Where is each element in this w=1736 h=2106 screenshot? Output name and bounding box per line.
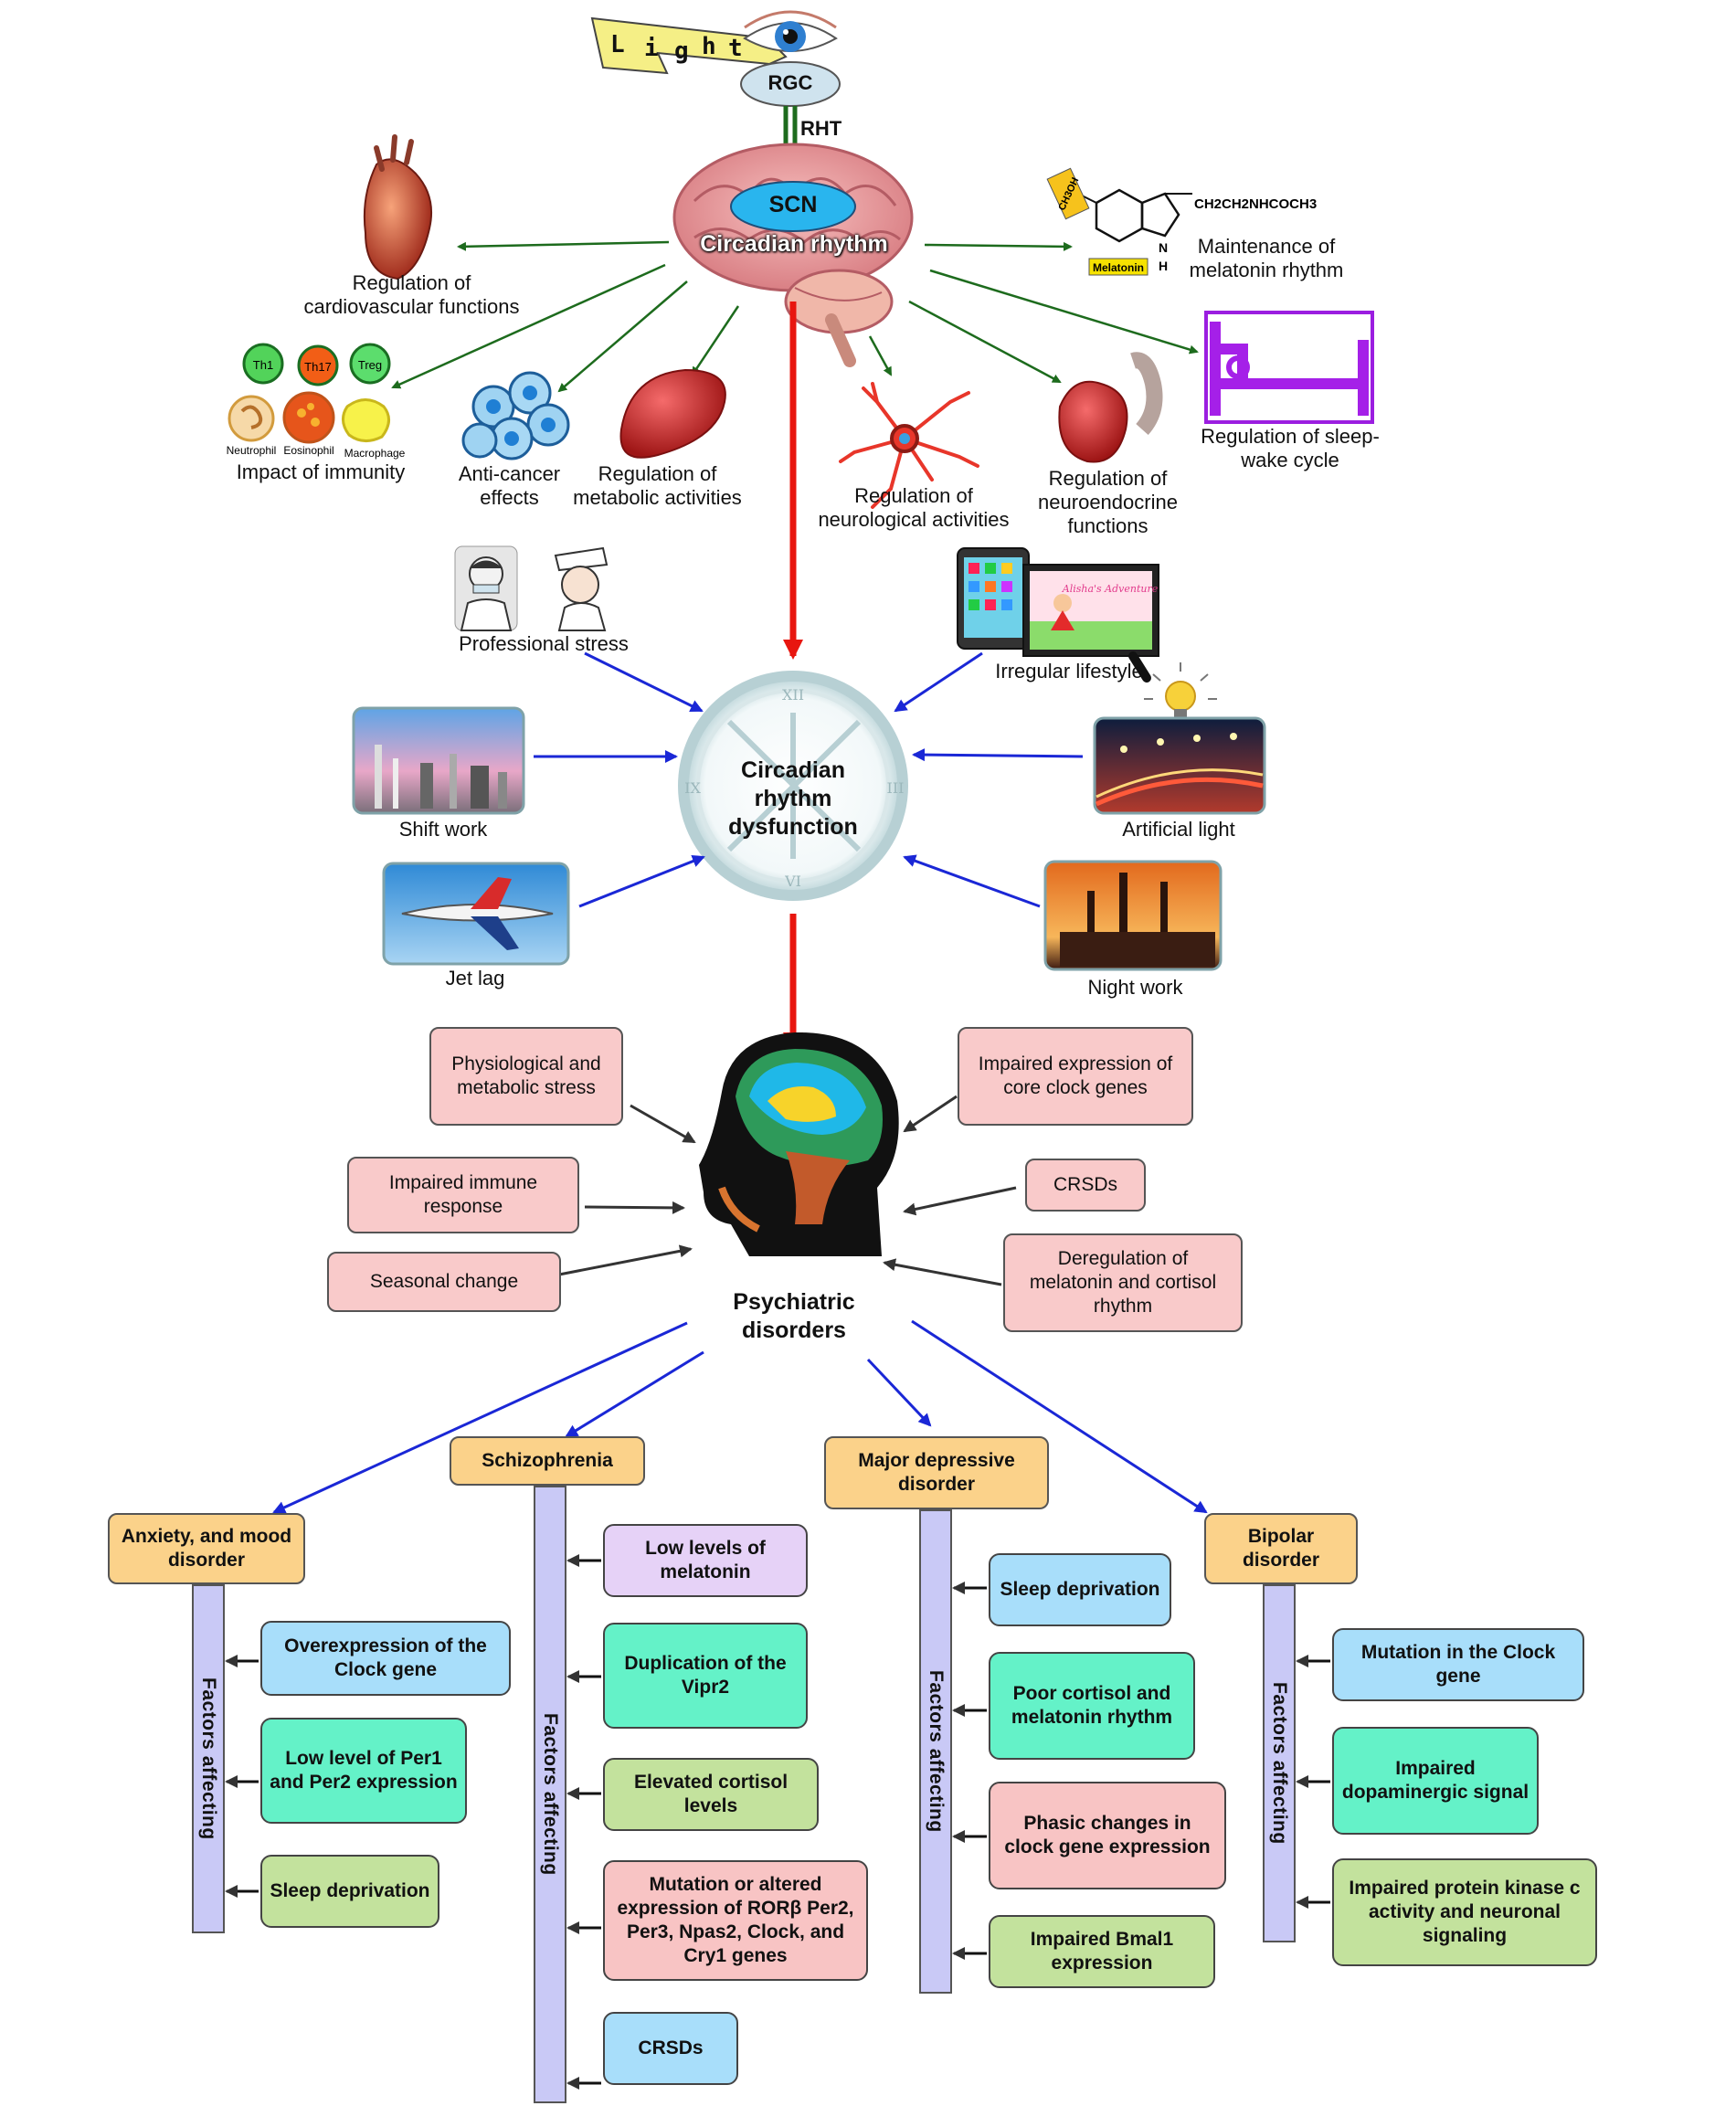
scn-label: SCN [768,192,818,217]
artificial-light-photo [1093,716,1266,815]
shift-work-photo [352,706,525,815]
bipolar-head: Bipolar disorder [1204,1513,1358,1584]
clock-icon: XII III VI IX [678,671,908,901]
cell-macrophage-label: Macrophage [344,447,406,460]
cell-neutrophil-label: Neutrophil [227,444,277,457]
professional-stress-label: Professional stress [459,632,629,655]
anxiety-factor-2: Low level of Per1 and Per2 expression [260,1718,467,1824]
rgc-label: RGC [767,71,813,94]
sleepwake-label: Regulation of sleep-wake cycle [1201,425,1380,471]
night-work-photo [1043,860,1223,971]
anticancer-label: Anti-cancer effects [458,462,561,509]
cancer-cells-icon [461,371,570,460]
chem-n-text: N [1159,240,1168,255]
heart-icon [363,134,433,280]
cell-th17-label: Th17 [304,360,332,374]
circadian-rhythm-label: Circadian rhythm [700,231,888,257]
light-letter-t: t [728,35,743,62]
svg-text:IX: IX [684,779,701,797]
cardio-label: Regulation of cardiovascular functions [303,271,520,318]
pituitary-icon [1058,352,1163,463]
bipolar-bar [1263,1584,1296,1942]
mdd-factor-2: Poor cortisol and melatonin rhythm [989,1652,1195,1760]
svg-text:XII: XII [782,686,804,704]
seasonal-box: Seasonal change [327,1252,561,1312]
schizo-bar-label: Factors affecting [540,1713,561,1876]
schizo-bar [534,1486,566,2103]
dereg-box: Deregulation of melatonin and cortisol r… [1003,1233,1243,1332]
anxiety-factor-3: Sleep deprivation [260,1855,439,1928]
immune-response-box: Impaired immune response [347,1157,579,1233]
melatonin-tag-text: Melatonin [1093,261,1144,274]
chem-h-text: H [1159,259,1168,273]
eye-icon [743,10,838,52]
light-letter-i: i [644,35,659,62]
rht-label: RHT [800,117,842,140]
cell-treg-label: Treg [358,358,382,372]
crsds-box: CRSDs [1025,1159,1146,1212]
light-letter-l: L [610,31,625,58]
immunity-label: Impact of immunity [236,460,406,483]
bed-icon [1204,311,1374,424]
bipolar-factor-1: Mutation in the Clock gene [1332,1628,1584,1701]
schizo-factor-2: Duplication of the Vipr2 [603,1623,808,1729]
tv-icon: Alisha's Adventure [1022,564,1159,683]
neuroendocrine-label: Regulation of neuroendocrine functions [1038,467,1178,537]
doctor-icon [454,545,518,631]
cell-th1-label: Th1 [253,358,273,372]
shift-work-label: Shift work [398,818,488,841]
anxiety-factor-1: Overexpression of the Clock gene [260,1621,511,1696]
impaired-core-box: Impaired expression of core clock genes [958,1027,1193,1126]
svg-text:VI: VI [784,873,801,890]
physio-stress-box: Physiological and metabolic stress [429,1027,623,1126]
mdd-bar-label: Factors affecting [926,1670,947,1833]
schizo-head: Schizophrenia [450,1436,645,1486]
mdd-factor-1: Sleep deprivation [989,1553,1171,1626]
melatonin-molecule-icon: CH3OH CH2CH2NHCOCH3 N H Melatonin [1046,167,1317,276]
neuron-icon [839,382,979,509]
schizo-factor-5: CRSDs [603,2012,738,2085]
light-letter-g: g [674,37,689,65]
tablet-icon [957,547,1030,650]
melatonin-maint-label: Maintenance of melatonin rhythm [1189,235,1344,281]
scn-node [730,181,856,232]
immune-cells-icon [228,343,391,444]
nurse-icon [554,546,609,631]
cell-eosinophil-label: Eosinophil [283,444,333,457]
clock-dysfunction-label: Circadian rhythm dysfunction [728,757,858,840]
mdd-bar [919,1509,952,1994]
psychiatric-title: Psychiatric disorders [733,1289,855,1343]
mdd-factor-3: Phasic changes in clock gene expression [989,1782,1226,1889]
artificial-light-label: Artificial light [1122,818,1235,841]
schizo-factor-3: Elevated cortisol levels [603,1758,819,1831]
anxiety-head: Anxiety, and mood disorder [108,1513,305,1584]
jet-lag-photo [382,862,570,966]
tv-screen-text: Alisha's Adventure [1062,583,1159,595]
bipolar-factor-3: Impaired protein kinase c activity and n… [1332,1858,1597,1966]
anxiety-bar-label: Factors affecting [198,1677,219,1840]
schizo-factor-4: Mutation or altered expression of RORβ P… [603,1860,868,1981]
metabolic-label: Regulation of metabolic activities [573,462,742,509]
svg-text:III: III [887,779,905,797]
jet-lag-label: Jet lag [445,967,505,990]
bipolar-factor-2: Impaired dopaminergic signal [1332,1727,1539,1835]
mri-head-icon [699,1032,899,1256]
irregular-lifestyle-label: Irregular lifestyle [995,660,1143,683]
bipolar-bar-label: Factors affecting [1269,1682,1290,1845]
neuro-label: Regulation of neurological activities [818,484,1010,531]
rgc-node [740,61,841,107]
mdd-factor-4: Impaired Bmal1 expression [989,1915,1215,1988]
schizo-factor-1: Low levels of melatonin [603,1524,808,1597]
light-letter-h: h [702,33,716,60]
liver-icon [619,368,726,459]
anxiety-bar [192,1584,225,1933]
night-work-label: Night work [1087,976,1183,999]
mdd-head: Major depressive disorder [824,1436,1049,1509]
chem-formula-text: CH2CH2NHCOCH3 [1194,196,1317,212]
